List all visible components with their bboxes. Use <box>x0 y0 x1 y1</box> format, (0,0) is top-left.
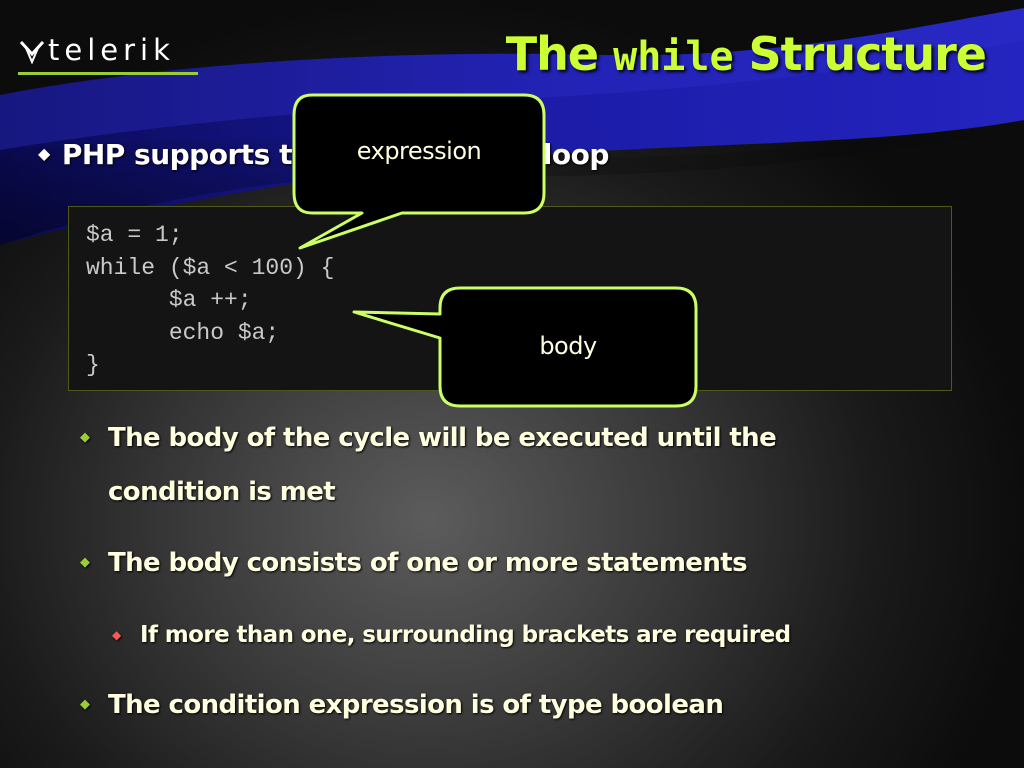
sub-bullet-icon: ◆ <box>80 697 90 712</box>
sub-bullet-3: ◆ The condition expression is of type boo… <box>80 678 900 732</box>
code-line: echo $a; <box>86 319 280 346</box>
telerik-logo: telerik <box>18 30 203 76</box>
sub-bullet-text: The body consists of one or more stateme… <box>108 548 748 578</box>
code-line: } <box>86 352 100 378</box>
code-text: $a = 1; while ($a < 100) { $a ++; echo $… <box>86 219 334 382</box>
title-prefix: The <box>505 27 614 81</box>
sub-bullet-1: ◆ The body of the cycle will be executed … <box>80 411 900 519</box>
code-line: $a = 1; <box>86 222 183 248</box>
code-line: $a ++; <box>86 287 252 313</box>
telerik-chevron-icon <box>19 40 45 64</box>
subsub-bullet-1: ◆ If more than one, surrounding brackets … <box>112 615 932 655</box>
sub-bullet-icon: ◆ <box>80 555 90 570</box>
callout-body-label: body <box>539 332 597 360</box>
sub-bullet-text: The body of the cycle will be executed u… <box>108 423 777 507</box>
code-line: while ($a < 100) { <box>86 254 335 281</box>
sub-bullet-2: ◆ The body consists of one or more statem… <box>80 536 900 590</box>
callout-body: body <box>352 286 700 410</box>
logo-text: telerik <box>48 33 175 67</box>
title-code-keyword: while <box>613 34 734 80</box>
logo-underline <box>18 72 198 75</box>
callout-body-bubble <box>352 286 698 408</box>
diamond-bullet-icon: ◆ <box>38 144 50 163</box>
title-suffix: Structure <box>733 27 987 81</box>
callout-expression-label: expression <box>356 137 482 165</box>
sub-bullet-text: The condition expression is of type bool… <box>108 690 724 720</box>
callout-expression: expression <box>292 93 546 253</box>
callout-expression-bubble <box>292 93 546 250</box>
subsub-bullet-text: If more than one, surrounding brackets a… <box>140 622 791 648</box>
slide-title: The while Structure <box>505 24 987 87</box>
sub-bullet-icon: ◆ <box>80 430 90 445</box>
subsub-bullet-icon: ◆ <box>112 628 121 642</box>
